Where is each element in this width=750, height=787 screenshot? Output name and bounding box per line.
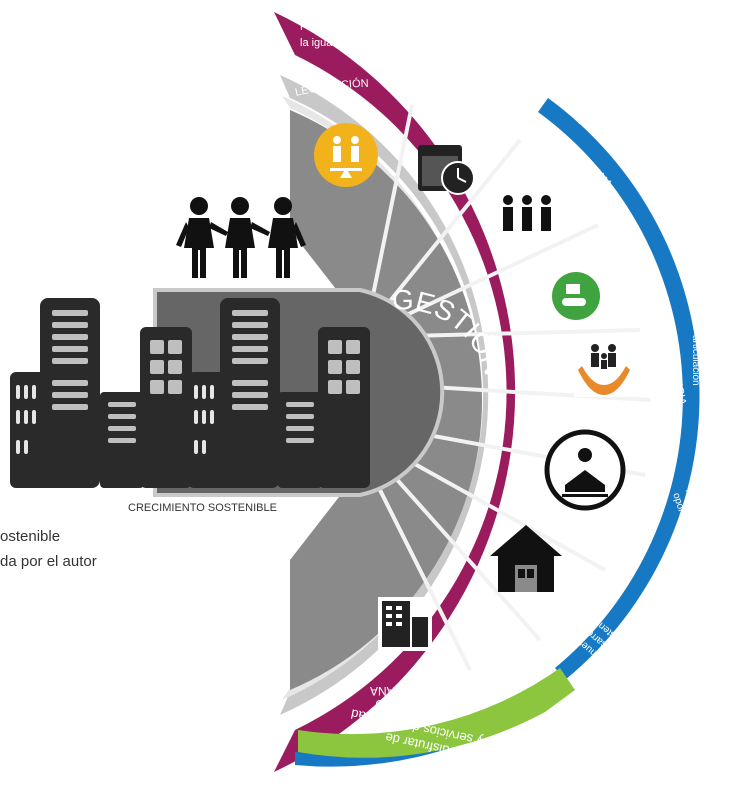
calendar-clock-icon [418, 145, 475, 195]
ring-label-legislacion: LEGISLACIÓN [294, 77, 369, 99]
blue-band [538, 98, 700, 680]
house-icon [490, 525, 562, 592]
label-promueve-igualdad: Promueve la igualdad [300, 21, 353, 49]
city-buildings-icon [10, 298, 370, 488]
ring-label-planificacion: PLANIFICA- [425, 75, 505, 113]
money-hand-icon [552, 272, 600, 320]
people-large-icon [176, 197, 306, 278]
people-small-icon [503, 195, 551, 231]
side-text-line-2: da por el autor [0, 553, 97, 570]
green-band [298, 668, 575, 758]
label-previene-fragmentacion: Previene fragmentación [449, 21, 537, 76]
outer-magenta-ring [274, 12, 516, 772]
ring-label-equidad: EQUIDAD URBANA [370, 684, 430, 711]
label-promueve-articulacion: promueve la articulación [690, 335, 713, 393]
label-promueve-oportunidades: Promueve nuevas oportunidades [670, 487, 719, 574]
equality-icon [314, 123, 378, 187]
reading-icon [544, 429, 626, 511]
diagram-caption: CRECIMIENTO SOSTENIBLE [128, 502, 277, 514]
family-care-icon [574, 335, 634, 397]
buildings-icon [378, 597, 432, 651]
side-text-line-1: ostenible [0, 528, 61, 545]
